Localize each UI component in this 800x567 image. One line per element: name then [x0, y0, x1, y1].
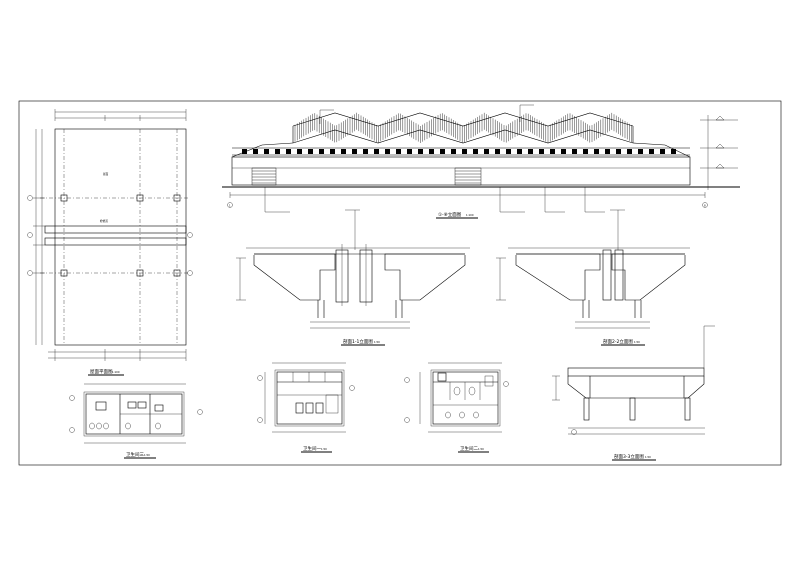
elevation-scale: 1:100 [466, 213, 474, 217]
elevation-marker-icon [715, 163, 725, 169]
toilet-1-scale: 1:50 [321, 447, 327, 451]
eave-block [484, 149, 489, 154]
eave-block [418, 149, 423, 154]
eave-block [451, 149, 456, 154]
grid-bubble-icon [187, 232, 193, 238]
eave-block [407, 149, 412, 154]
eave-block [462, 149, 467, 154]
eave-block [528, 149, 533, 154]
section-3-scale: 1:50 [645, 455, 651, 459]
sheet-frame [18, 100, 782, 466]
eave-block [506, 149, 511, 154]
eave-block [352, 149, 357, 154]
eave-block [660, 149, 665, 154]
eave-block [517, 149, 522, 154]
toilet-3-caption: 卫生间三 [126, 451, 144, 458]
eave-block [363, 149, 368, 154]
eave-block [374, 149, 379, 154]
section-3-caption: 剖面3-3立面图 [614, 453, 644, 460]
eave-block [429, 149, 434, 154]
toilet-plan-2: 卫生间二 1:50 [404, 362, 509, 453]
grid-bubble-icon [27, 195, 33, 201]
section-2-caption: 剖面2-2立面图 [603, 338, 633, 345]
eave-block [561, 149, 566, 154]
eave-block [308, 149, 313, 154]
eave-block [616, 149, 621, 154]
eave-block [671, 149, 676, 154]
grid-label-left: 1 [229, 204, 231, 208]
eave-block [253, 149, 258, 154]
elevation-caption: ①-⑧立面图 [438, 211, 462, 218]
toilet-plan-1: 卫生间一 1:50 [257, 362, 355, 453]
grid-bubble-icon [702, 202, 708, 208]
grid-bubble-icon [257, 375, 263, 381]
grid-bubble-icon [503, 381, 509, 387]
grid-bubble-icon [571, 429, 577, 435]
section-2: 剖面2-2立面图 1:50 [496, 209, 690, 346]
eave-block [341, 149, 346, 154]
toilet-2-caption: 卫生间二 [460, 445, 478, 452]
eave-block [649, 149, 654, 154]
grid-bubble-icon [69, 395, 75, 401]
eave-block [583, 149, 588, 154]
eave-block [330, 149, 335, 154]
eave-block [440, 149, 445, 154]
grid-bubble-icon [349, 385, 355, 391]
plan-scale: 1:100 [112, 370, 120, 374]
grid-bubble-icon [197, 409, 203, 415]
grid-bubble-icon [257, 417, 263, 423]
section-1-scale: 1:50 [374, 340, 380, 344]
eave-block [385, 149, 390, 154]
eave-block [495, 149, 500, 154]
eave-block [572, 149, 577, 154]
eave-block [550, 149, 555, 154]
elevation-marker-icon [715, 115, 725, 121]
eave-block [297, 149, 302, 154]
eave-block [242, 149, 247, 154]
eave-block [594, 149, 599, 154]
grid-bubble-icon [227, 202, 233, 208]
roof-plan: 屋面 检修道 屋面平面图 1:100 [27, 109, 193, 376]
grid-bubble-icon [69, 427, 75, 433]
grid-label-right: 8 [704, 204, 706, 208]
eave-block [286, 149, 291, 154]
eave-block [396, 149, 401, 154]
eave-block [319, 149, 324, 154]
eave-block [605, 149, 610, 154]
eave-block [627, 149, 632, 154]
front-elevation: 1 8 ①-⑧立面图 1:100 [222, 104, 740, 219]
section-3: 剖面3-3立面图 1:50 [552, 325, 715, 461]
grid-bubble-icon [187, 270, 193, 276]
grid-bubble-icon [404, 377, 410, 383]
toilet-plan-3: 卫生间三 1:50 [69, 383, 203, 459]
svg-text:屋面: 屋面 [103, 172, 109, 176]
eave-block [473, 149, 478, 154]
grid-bubble-icon [404, 417, 410, 423]
toilet-3-scale: 1:50 [144, 453, 150, 457]
svg-text:检修道: 检修道 [100, 219, 108, 223]
grid-bubble-icon [27, 270, 33, 276]
grid-bubble-icon [27, 232, 33, 238]
toilet-2-scale: 1:50 [478, 447, 484, 451]
eave-block [638, 149, 643, 154]
eave-block [539, 149, 544, 154]
elevation-marker-icon [715, 143, 725, 149]
plan-caption: 屋面平面图 [90, 369, 113, 375]
section-1-caption: 剖面1-1立面图 [343, 338, 373, 345]
eave-block [264, 149, 269, 154]
toilet-1-caption: 卫生间一 [303, 445, 321, 452]
section-2-scale: 1:50 [634, 340, 640, 344]
section-1: 剖面1-1立面图 1:50 [236, 209, 470, 346]
eave-block [275, 149, 280, 154]
